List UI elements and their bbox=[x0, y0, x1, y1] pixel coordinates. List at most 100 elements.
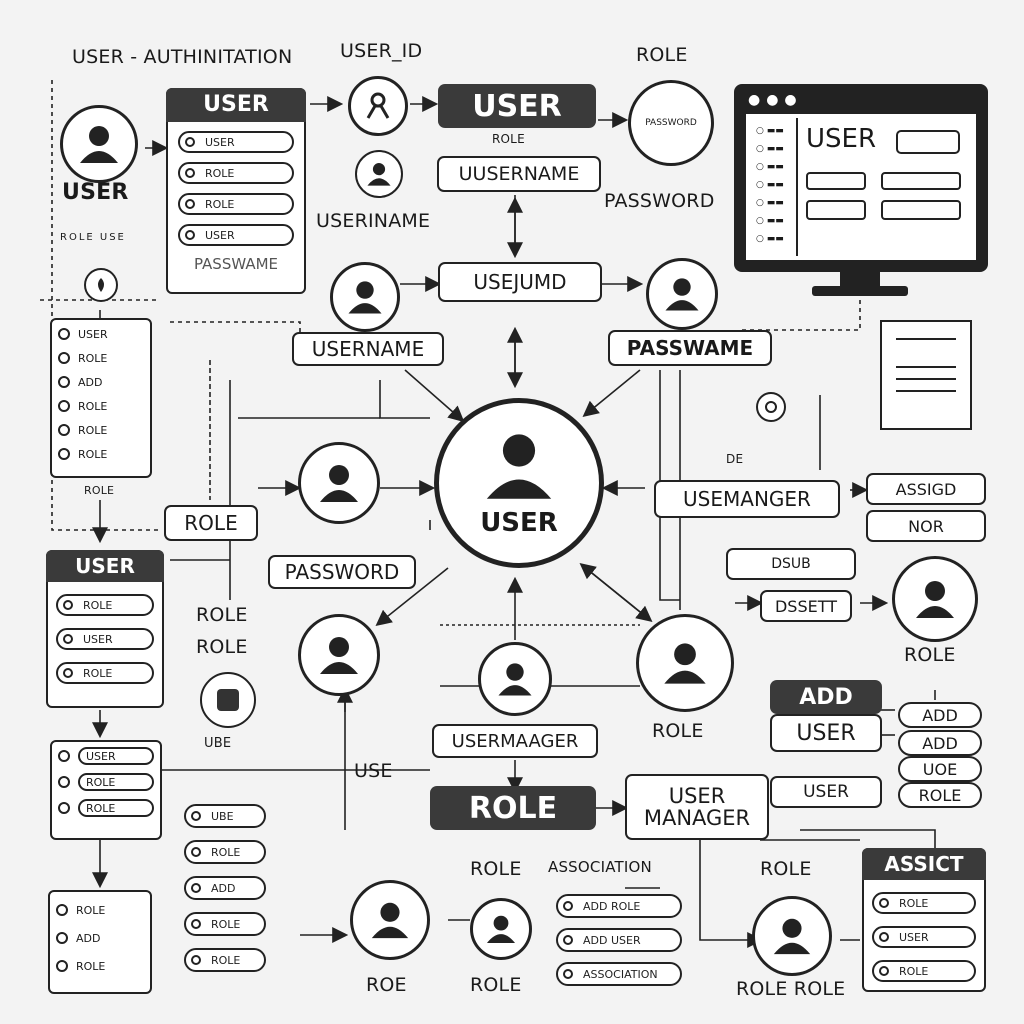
add-user-box-2[interactable]: USER bbox=[770, 776, 882, 808]
user-icon bbox=[367, 163, 391, 186]
role-label-top: ROLE bbox=[636, 44, 688, 66]
list-item[interactable]: ROLE bbox=[184, 840, 266, 864]
assign-box[interactable]: ASSIGD bbox=[866, 473, 986, 505]
panel-field[interactable]: ROLE bbox=[178, 193, 294, 215]
list-item[interactable]: ROLE bbox=[58, 772, 154, 792]
monitor-field[interactable] bbox=[806, 172, 866, 190]
assict-field[interactable]: USER bbox=[872, 926, 976, 948]
list-item[interactable]: ROLE bbox=[56, 900, 144, 920]
user-id-label: USER_ID bbox=[340, 40, 423, 62]
user-panel-top: USER USER ROLE ROLE USER PASSWAME bbox=[166, 88, 306, 294]
dssett-box[interactable]: DSSETT bbox=[760, 590, 852, 622]
user-icon bbox=[371, 902, 409, 939]
role-dark-box[interactable]: ROLE bbox=[430, 786, 596, 830]
left-list-1: USER ROLE ADD ROLE ROLE ROLE bbox=[50, 318, 152, 478]
user-manager-box[interactable]: USER MANAGER bbox=[625, 774, 769, 840]
de-caption: DE bbox=[726, 452, 744, 466]
avatar-node-role[interactable] bbox=[636, 614, 734, 712]
add-user-box[interactable]: USER bbox=[770, 714, 882, 752]
avatar-node-passwame[interactable] bbox=[646, 258, 718, 330]
panel-field[interactable]: ROLE bbox=[56, 594, 154, 616]
panel-field[interactable]: USER bbox=[178, 131, 294, 153]
stack-item[interactable]: ADD bbox=[898, 702, 982, 728]
hub-label: USER bbox=[480, 508, 558, 538]
role-under-node: ROLE bbox=[904, 644, 956, 666]
list-item[interactable]: ROLE bbox=[58, 420, 144, 440]
avatar-node-right[interactable] bbox=[892, 556, 978, 642]
assict-field[interactable]: ROLE bbox=[872, 892, 976, 914]
passwame-box[interactable]: PASSWAME bbox=[608, 330, 772, 366]
username-box[interactable]: USERNAME bbox=[292, 332, 444, 366]
dotted-caption: ROLE USE bbox=[60, 232, 126, 243]
avatar-node-password[interactable] bbox=[298, 442, 380, 524]
list-item[interactable]: ADD bbox=[58, 372, 144, 392]
avatar-node-username[interactable] bbox=[330, 262, 400, 332]
avatar-node-bottom[interactable] bbox=[478, 642, 552, 716]
print-icon bbox=[200, 672, 256, 728]
role-label-a: ROLE bbox=[470, 858, 522, 880]
user-panel-top-title: USER bbox=[166, 88, 306, 122]
list-item[interactable]: ROLE bbox=[58, 798, 154, 818]
role-box[interactable]: ROLE bbox=[164, 505, 258, 541]
monitor-input[interactable] bbox=[896, 130, 960, 154]
panel-field[interactable]: USER bbox=[178, 224, 294, 246]
list-item[interactable]: ADD bbox=[184, 876, 266, 900]
user-icon bbox=[348, 281, 382, 314]
monitor-side-list: ○ ▬▬○ ▬▬○ ▬▬○ ▬▬○ ▬▬○ ▬▬○ ▬▬ bbox=[756, 126, 784, 244]
list-item[interactable]: ROLE bbox=[184, 912, 266, 936]
user-icon bbox=[665, 278, 699, 311]
list-item[interactable]: ADD USER bbox=[556, 928, 682, 952]
panel-field[interactable]: ROLE bbox=[56, 662, 154, 684]
assict-field[interactable]: ROLE bbox=[872, 960, 976, 982]
role-circle[interactable]: PASSWORD bbox=[628, 80, 714, 166]
usemanger-box[interactable]: USEMANGER bbox=[654, 480, 840, 518]
avatar-node-lower-left[interactable] bbox=[298, 614, 380, 696]
user-icon bbox=[320, 637, 358, 674]
monitor-base bbox=[812, 286, 908, 296]
role-label-right: ROLE bbox=[652, 720, 704, 742]
window-dots-icon: ●●● bbox=[748, 92, 803, 108]
dsub-box[interactable]: DSUB bbox=[726, 548, 856, 580]
user-icon bbox=[320, 465, 358, 502]
ube-caption: UBE bbox=[204, 736, 232, 751]
avatar-node-roe[interactable] bbox=[350, 880, 430, 960]
userrmaager-box[interactable]: USERMAAGER bbox=[432, 724, 598, 758]
stack-item[interactable]: UOE bbox=[898, 756, 982, 782]
monitor-field[interactable] bbox=[806, 200, 866, 220]
monitor-field[interactable] bbox=[881, 200, 961, 220]
list-item[interactable]: ADD bbox=[56, 928, 144, 948]
stack-item[interactable]: ROLE bbox=[898, 782, 982, 808]
monitor-frame: ●●● ○ ▬▬○ ▬▬○ ▬▬○ ▬▬○ ▬▬○ ▬▬○ ▬▬ USER bbox=[734, 84, 988, 272]
usernname-box[interactable]: UUSERNAME bbox=[437, 156, 601, 192]
username-avatar-small[interactable] bbox=[355, 150, 403, 198]
list-item[interactable]: ASSOCIATION bbox=[556, 962, 682, 986]
list-item[interactable]: USER bbox=[58, 746, 154, 766]
avatar-node-role-c[interactable] bbox=[470, 898, 532, 960]
panel-field[interactable]: ROLE bbox=[178, 162, 294, 184]
password-box[interactable]: PASSWORD bbox=[268, 555, 416, 589]
small-pill-list: UBE ROLE ADD ROLE ROLE bbox=[184, 800, 266, 984]
list1-caption: ROLE bbox=[84, 484, 115, 497]
list-item[interactable]: ROLE bbox=[58, 444, 144, 464]
user-id-node[interactable] bbox=[348, 76, 408, 136]
list-item[interactable]: ROLE bbox=[58, 348, 144, 368]
user-avatar-node[interactable] bbox=[60, 105, 138, 183]
central-user-hub[interactable]: USER bbox=[434, 398, 604, 568]
list-item[interactable]: USER bbox=[58, 324, 144, 344]
user-title-box[interactable]: USER bbox=[438, 84, 596, 128]
list-item[interactable]: ROLE bbox=[184, 948, 266, 972]
list-item[interactable]: ROLE bbox=[58, 396, 144, 416]
monitor-field[interactable] bbox=[881, 172, 961, 190]
lock-icon bbox=[84, 268, 118, 302]
list-item[interactable]: ROLE bbox=[56, 956, 144, 976]
gear-icon bbox=[756, 392, 786, 422]
usejumd-box[interactable]: USEJUMD bbox=[438, 262, 602, 302]
list-item[interactable]: UBE bbox=[184, 804, 266, 828]
stack-item[interactable]: ADD bbox=[898, 730, 982, 756]
nor-box[interactable]: NOR bbox=[866, 510, 986, 542]
list-item[interactable]: ADD ROLE bbox=[556, 894, 682, 918]
panel-field[interactable]: USER bbox=[56, 628, 154, 650]
avatar-node-role-role[interactable] bbox=[752, 896, 832, 976]
add-title-box[interactable]: ADD bbox=[770, 680, 882, 714]
